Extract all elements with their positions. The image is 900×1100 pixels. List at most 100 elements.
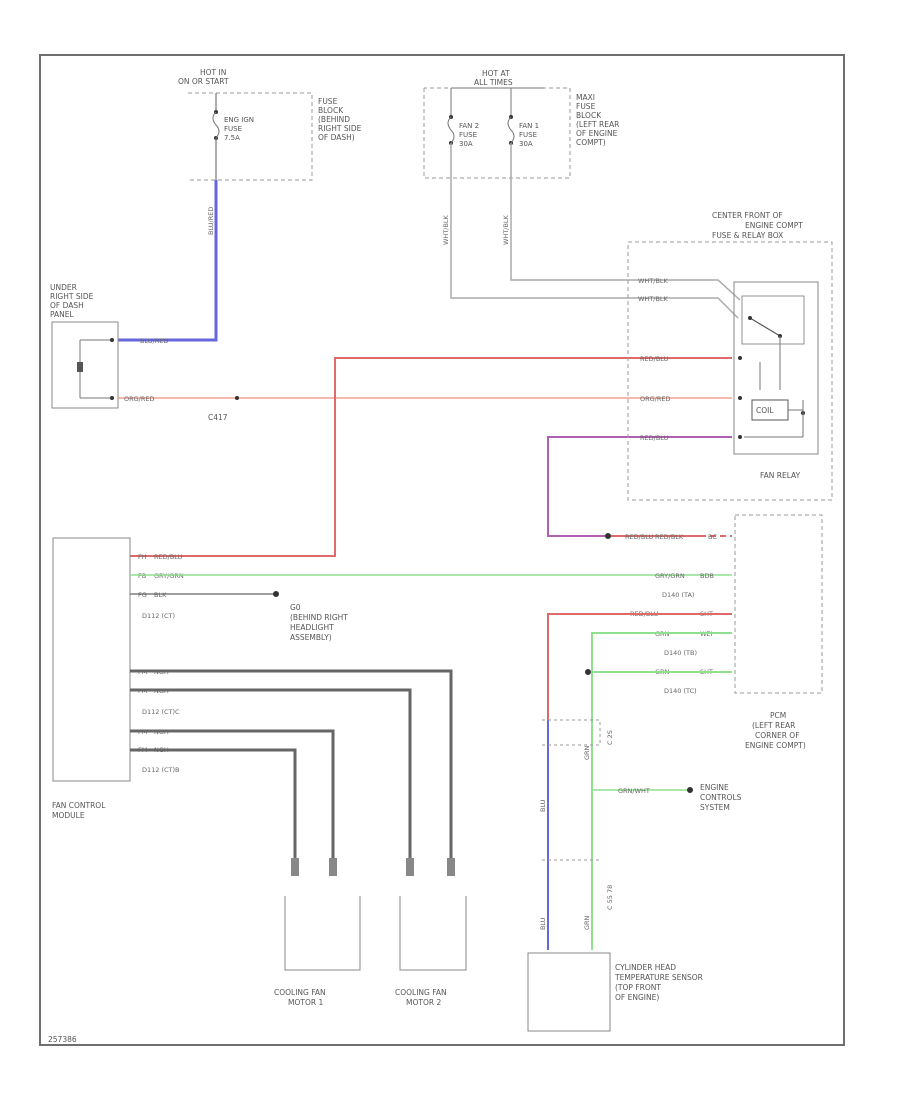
motor2-l2: MOTOR 2 xyxy=(406,998,441,1007)
maxi-fuse-block-l6: COMPT) xyxy=(576,138,606,147)
sensor-l4: OF ENGINE) xyxy=(615,993,659,1002)
svg-text:COIL: COIL xyxy=(756,406,774,415)
wire-label-wht-blk-1: WHT/BLK xyxy=(638,277,669,285)
sensor-wire-label-d: BLU xyxy=(539,917,547,930)
ground-g0: G0 (BEHIND RIGHT HEADLIGHT ASSEMBLY) xyxy=(290,603,348,642)
fuse-fan2-rating: 30A xyxy=(459,140,473,148)
wire-label-blu-red: BLU/RED xyxy=(140,337,168,345)
hot-at-all-sublabel: ALL TIMES xyxy=(474,78,513,87)
wire-label-red-blu-1: RED/BLU xyxy=(640,355,669,363)
wire-grn-sensor-1 xyxy=(591,632,732,950)
wire-wht-blk-1 xyxy=(450,143,739,319)
wire-motor-a xyxy=(130,669,453,858)
module-pin-3: FG xyxy=(138,591,147,599)
module-pin-1-wire: RED/BLU xyxy=(154,553,183,561)
under-dash-l2: RIGHT SIDE xyxy=(50,292,94,301)
module-pin-3-wire: BLK xyxy=(154,591,167,599)
fuse-engine-type: FUSE xyxy=(224,125,242,133)
fuse-fan2-name: FAN 2 xyxy=(459,122,479,130)
motor1-l2: MOTOR 1 xyxy=(288,998,323,1007)
fuse-block-dash-l3: (BEHIND xyxy=(318,115,350,124)
fan-control-module-l2: MODULE xyxy=(52,811,85,820)
pcm-label-l2: (LEFT REAR xyxy=(752,721,795,730)
fuse-block-dash-l4: RIGHT SIDE xyxy=(318,124,362,133)
under-dash-l4: PANEL xyxy=(50,310,75,319)
pcm-pin-w2: GRY/GRN xyxy=(655,572,685,580)
wire-blu-red xyxy=(118,180,218,342)
pcm-pin-w1: RED/BLK xyxy=(655,533,684,541)
engine-controls-system: ENGINE CONTROLS SYSTEM xyxy=(700,783,742,812)
module-conn-a: D112 (CT) xyxy=(142,612,175,620)
sensor-wire-label-a: BLU xyxy=(539,799,547,812)
fuse-fan1-name: FAN 1 xyxy=(519,122,539,130)
ground-l2: (BEHIND RIGHT xyxy=(290,613,348,622)
wire-motor-b xyxy=(130,688,412,858)
cooling-fan-motor-2: COOLING FAN MOTOR 2 xyxy=(395,896,467,1007)
pcm-conn-3: D140 (TC) xyxy=(664,687,697,695)
wire-motor-d xyxy=(130,748,297,858)
wire-red-blu-sensor xyxy=(547,613,732,720)
fan-relay-box: CENTER FRONT OF ENGINE COMPT FUSE & RELA… xyxy=(627,211,833,501)
motor2-l1: COOLING FAN xyxy=(395,988,447,997)
wire-label-wht-blk-2: WHT/BLK xyxy=(638,295,669,303)
maxi-fuse-block-l4: (LEFT REAR xyxy=(576,120,619,129)
center-front-l2: ENGINE COMPT xyxy=(745,221,803,230)
center-front-l3: FUSE & RELAY BOX xyxy=(712,231,783,240)
cylinder-head-temp-sensor: CYLINDER HEAD TEMPERATURE SENSOR (TOP FR… xyxy=(527,952,703,1032)
fuse-block-dash-l2: BLOCK xyxy=(318,106,344,115)
wire-label-red-blu-3: RED/BLU xyxy=(625,533,654,541)
cooling-fan-motor-1: COOLING FAN MOTOR 1 xyxy=(274,896,361,1007)
motor1-l1: COOLING FAN xyxy=(274,988,326,997)
maxi-fuse-block-l5: OF ENGINE xyxy=(576,129,618,138)
maxi-fuse-block-l2: FUSE xyxy=(576,102,596,111)
wire-red-blu-main xyxy=(130,357,732,557)
fan-relay-label: FAN RELAY xyxy=(760,471,801,480)
wire-label-blu-red-vertical: BLU/RED xyxy=(207,207,215,235)
ground-l4: ASSEMBLY) xyxy=(290,633,332,642)
module-pin-1: FH xyxy=(138,553,147,561)
connector-c417: C417 xyxy=(208,413,228,422)
maxi-fuse-block: HOT AT ALL TIMES FAN 2 FUSE 30A FAN 1 FU… xyxy=(423,69,619,179)
sensor-l3: (TOP FRONT xyxy=(615,983,661,992)
hot-at-all-label: HOT AT xyxy=(482,69,510,78)
wire-label-red-blu-2: RED/BLU xyxy=(640,434,669,442)
wire-red-blu-purple xyxy=(547,436,732,537)
pcm-label-l3: CORNER OF xyxy=(755,731,800,740)
wire-label-wht-blk-v2: WHT/BLK xyxy=(502,214,510,245)
hot-in-run-label: HOT IN xyxy=(200,68,226,77)
connector-c2s-label: C 2S xyxy=(606,730,614,745)
pcm-conn-2: D140 (TB) xyxy=(664,649,697,657)
wire-label-org-red: ORG/RED xyxy=(124,395,155,403)
fuse-fan1-rating: 30A xyxy=(519,140,533,148)
module-conn-c: D112 (CT)B xyxy=(142,766,180,774)
fuse-block-dash: HOT IN ON OR START ENG IGN FUSE 7.5A FUS… xyxy=(178,68,362,181)
hot-in-run-sublabel: ON OR START xyxy=(178,77,229,86)
fuse-engine-rating: 7.5A xyxy=(224,134,240,142)
under-dash-l3: OF DASH xyxy=(50,301,84,310)
footer-code: 257386 xyxy=(48,1035,77,1044)
ground-l1: G0 xyxy=(290,603,301,612)
wire-wht-blk-2 xyxy=(510,143,741,301)
under-dash-l1: UNDER xyxy=(50,283,77,292)
wire-label-wht-blk-v1: WHT/BLK xyxy=(442,214,450,245)
fuse-block-dash-l1: FUSE xyxy=(318,97,338,106)
fuse-fan1-type: FUSE xyxy=(519,131,537,139)
maxi-fuse-block-l3: BLOCK xyxy=(576,111,602,120)
under-dash-box: UNDER RIGHT SIDE OF DASH PANEL xyxy=(50,283,119,409)
connector-c5578-label: C 55 78 xyxy=(606,885,614,910)
sensor-l2: TEMPERATURE SENSOR xyxy=(614,973,703,982)
motor-connectors xyxy=(291,858,455,876)
pcm-conn-1: D140 (TA) xyxy=(662,591,694,599)
wire-label-org-red-2: ORG/RED xyxy=(640,395,671,403)
fan-control-module-l1: FAN CONTROL xyxy=(52,801,106,810)
fuse-block-dash-l5: OF DASH) xyxy=(318,133,355,142)
engine-controls-l2: CONTROLS xyxy=(700,793,742,802)
pcm-pin-2: BDB xyxy=(700,572,714,580)
diagram-border xyxy=(39,54,845,1046)
pcm-label-l1: PCM xyxy=(770,711,786,720)
sensor-wire-label-e: GRN xyxy=(583,915,591,930)
ground-l3: HEADLIGHT xyxy=(290,623,334,632)
wire-motor-c xyxy=(130,729,335,858)
fan-control-module: FH RED/BLU FB GRY/GRN FG BLK D112 (CT) F… xyxy=(52,537,184,820)
